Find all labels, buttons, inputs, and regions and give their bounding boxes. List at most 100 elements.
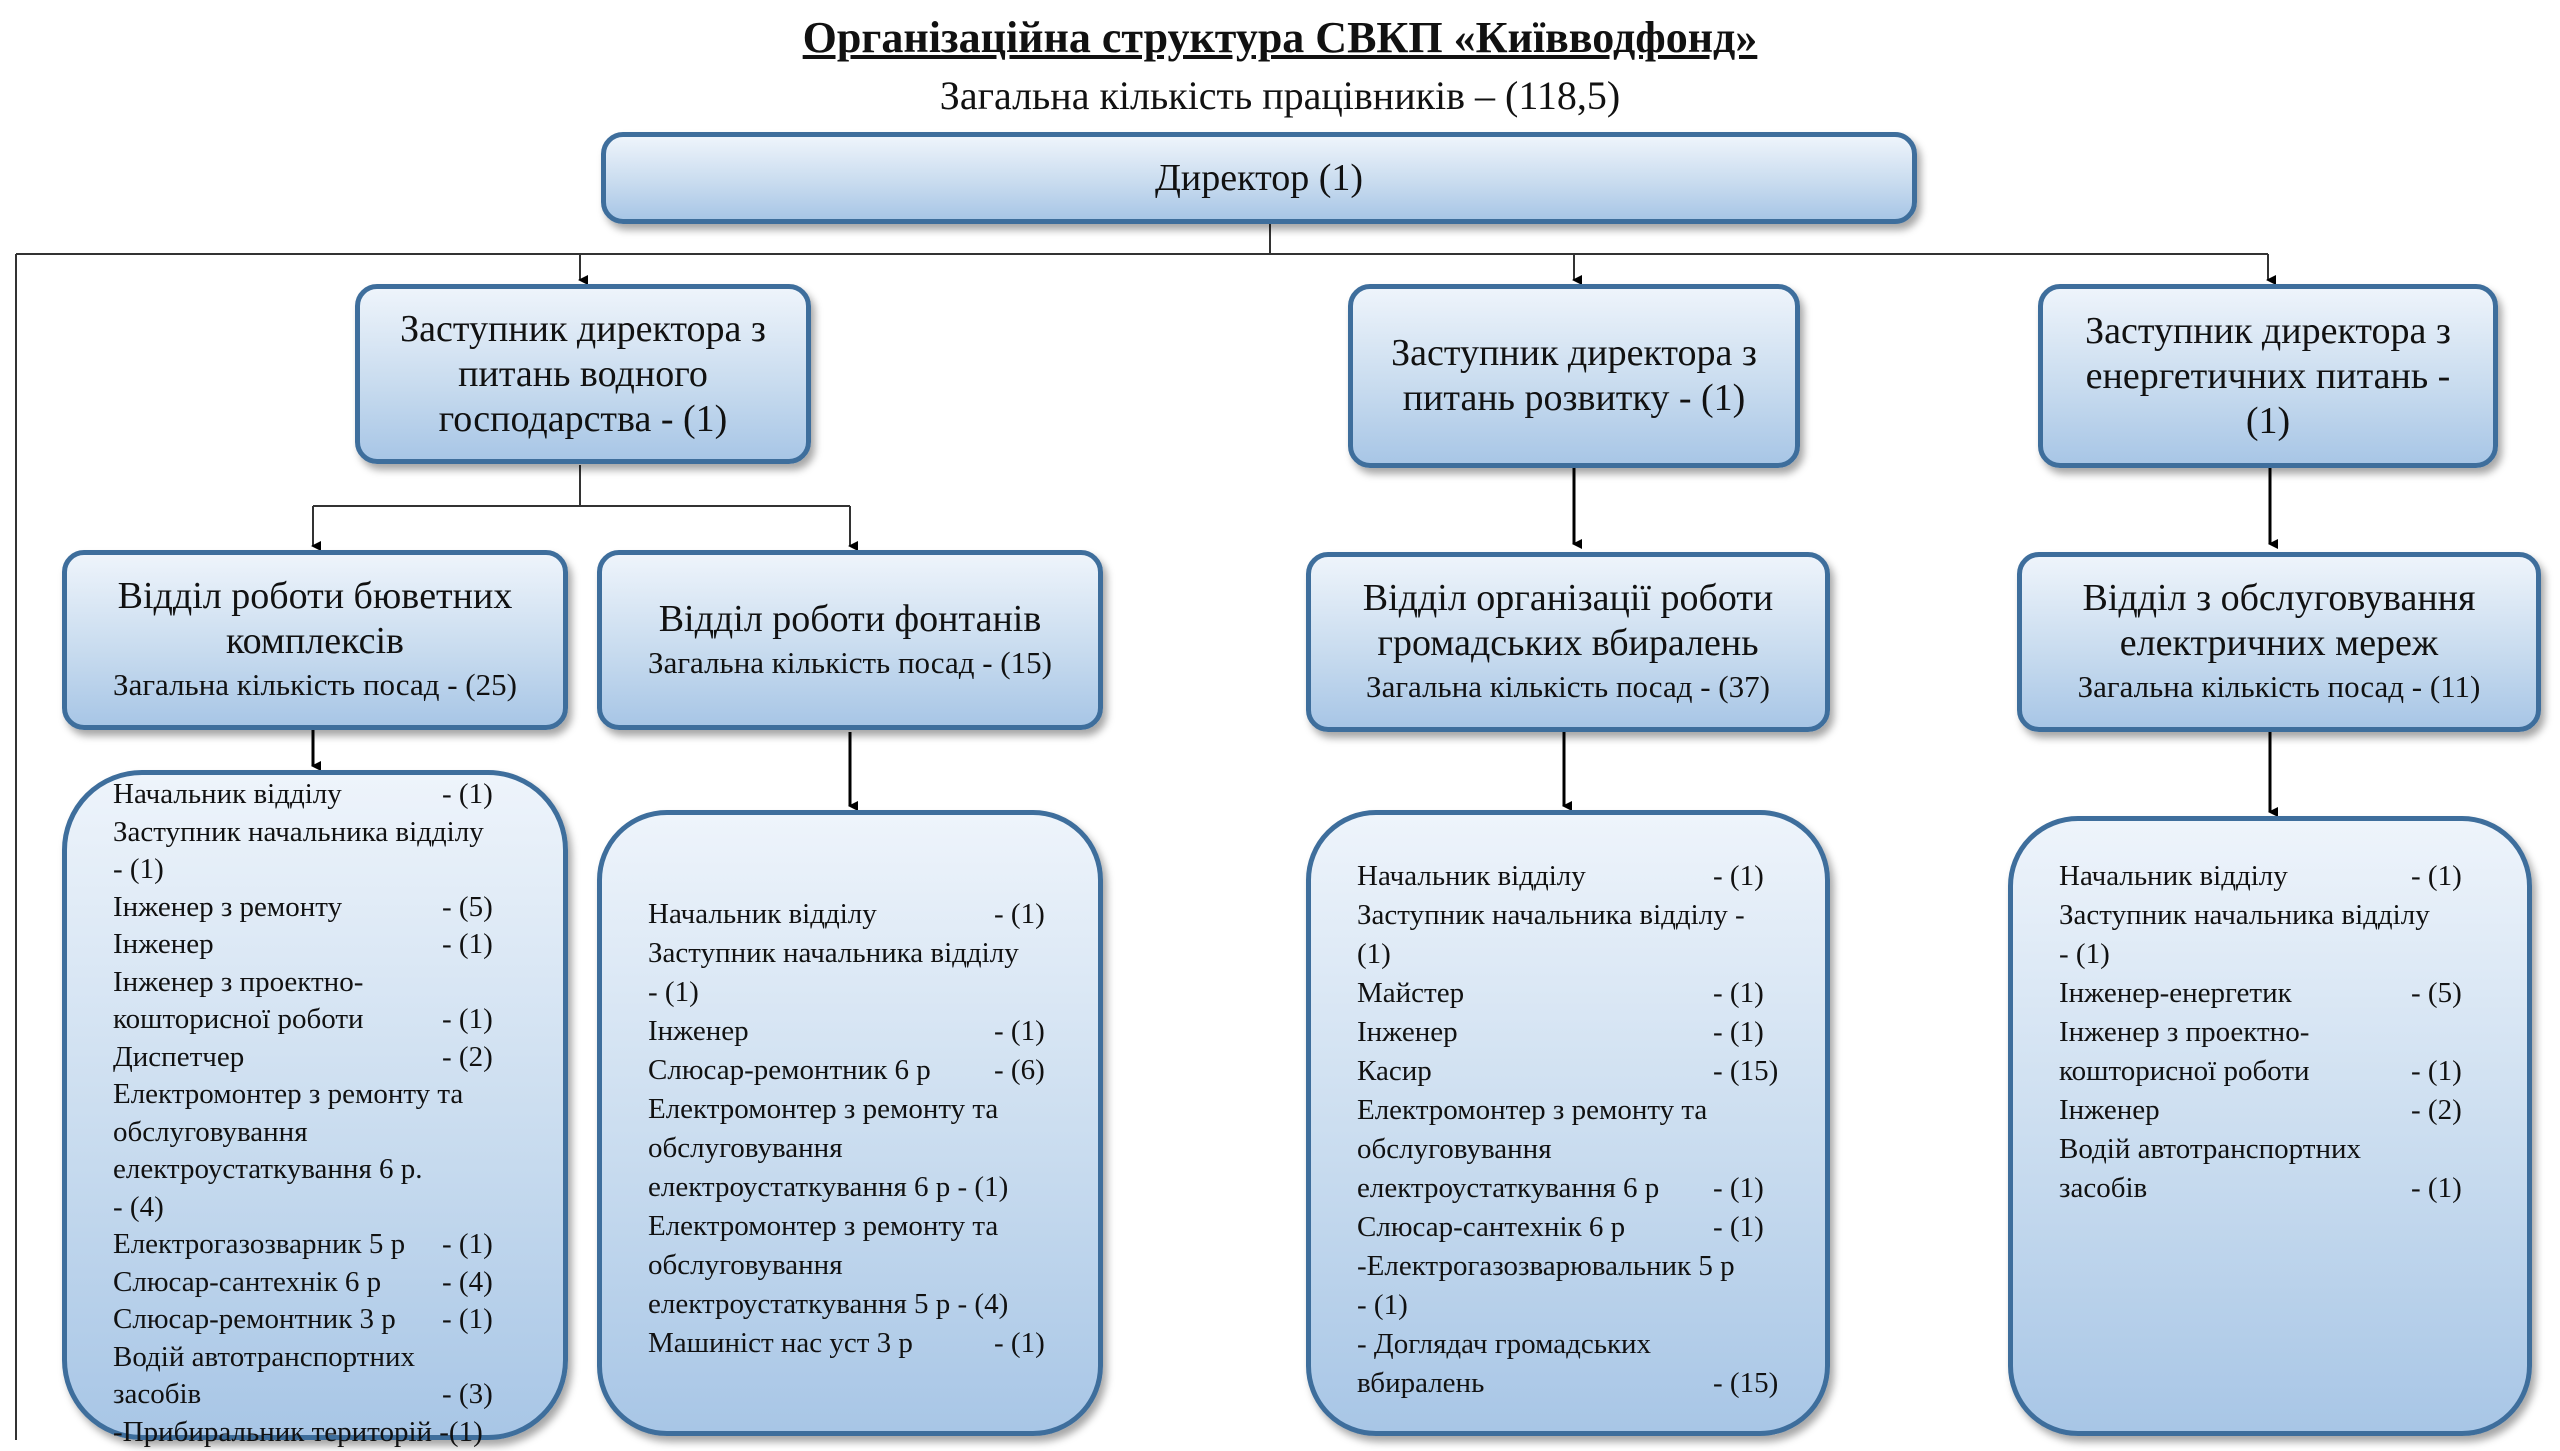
staff-position-count: - (1)	[442, 1303, 493, 1335]
dept-name: Відділ з обслуговування	[2082, 577, 2476, 619]
dept-count: Загальна кількість посад - (37)	[1366, 669, 1770, 704]
staff-position-count: - (1)	[994, 898, 1045, 930]
deputy-line: (1)	[2245, 399, 2291, 442]
staff-position: - Доглядач громадських	[1357, 1328, 1652, 1360]
staff-position: Електромонтер з ремонту та	[113, 1078, 464, 1110]
staff-position-count: - (5)	[2411, 977, 2462, 1009]
staff-position: Начальник відділу	[2059, 860, 2288, 892]
staff-position: Інженер з проектно-	[113, 965, 364, 998]
staff-position: - (1)	[113, 853, 164, 885]
staff-position: Заступник начальника відділу	[113, 815, 484, 848]
deputy-energy-box: Заступник директора з енергетичних питан…	[2038, 284, 2498, 468]
staff-position: Інженер	[2059, 1094, 2160, 1126]
staff-list-pump-rooms: Начальник відділу - (1) Заступник начальни…	[62, 770, 568, 1448]
staff-position-count: - (15)	[1713, 1367, 1779, 1399]
dept-count: Загальна кількість посад - (15)	[648, 644, 1052, 680]
dept-electric-box: Відділ з обслуговування електричних мере…	[2017, 552, 2541, 732]
staff-position: Заступник начальника відділу -	[1357, 899, 1745, 931]
staff-position: електроустаткування 6 р.	[113, 1153, 423, 1185]
staff-list-toilets: Начальник відділу - (1) Заступник начальни…	[1306, 810, 1830, 1436]
staff-position: Електромонтер з ремонту та	[648, 1210, 999, 1242]
staff-position-count: - (1)	[442, 1228, 493, 1260]
staff-position: обслуговування	[648, 1249, 843, 1281]
staff-position: вбиралень	[1357, 1367, 1485, 1399]
dept-toilets-box: Відділ організації роботи громадських вб…	[1306, 552, 1830, 732]
staff-position: - (1)	[2059, 938, 2110, 970]
staff-position-count: - (6)	[994, 1054, 1045, 1086]
total-employees: Загальна кількість працівників – (118,5)	[939, 73, 1621, 118]
dept-name: Відділ роботи бювeтних	[117, 575, 513, 617]
staff-position: Заступник начальника відділу	[648, 937, 1019, 969]
staff-position: обслуговування	[1357, 1133, 1552, 1165]
staff-position: кошторисної роботи	[2059, 1055, 2310, 1087]
staff-position-count: - (5)	[442, 890, 493, 923]
deputy-line: Заступник директора з	[2085, 309, 2451, 352]
staff-position: - (1)	[648, 976, 699, 1008]
staff-position: -Електрогазозварювальник 5 р	[1357, 1250, 1735, 1282]
staff-position-count: - (1)	[1713, 1172, 1764, 1204]
staff-position: Майстер	[1357, 977, 1465, 1009]
staff-position-count: - (1)	[994, 1015, 1045, 1047]
staff-position: (1)	[1357, 938, 1391, 970]
staff-position: Начальник відділу	[113, 778, 342, 810]
staff-position: Інженер-енергетик	[2059, 977, 2292, 1009]
staff-position: Інженер з ремонту	[113, 890, 343, 923]
staff-position: Заступник начальника відділу	[2059, 899, 2430, 931]
deputy-line: питань водного	[458, 352, 708, 395]
staff-position-count: - (1)	[994, 1327, 1045, 1359]
staff-position: Інженер	[113, 928, 214, 960]
staff-position-count: - (1)	[1713, 977, 1764, 1009]
deputy-line: господарства - (1)	[438, 397, 728, 440]
dept-name: Відділ організації роботи	[1362, 577, 1774, 619]
deputy-line: питань розвитку - (1)	[1402, 377, 1746, 419]
staff-position-count: - (4)	[442, 1265, 493, 1298]
staff-position: Касир	[1357, 1055, 1432, 1087]
dept-name: комплексів	[226, 620, 404, 662]
dept-pump-rooms-box: Відділ роботи бювeтних комплексів Загаль…	[62, 550, 568, 730]
staff-position: електроустаткування 6 р - (1)	[648, 1171, 1009, 1203]
staff-position-count: - (1)	[2411, 1055, 2462, 1087]
staff-position-count: - (1)	[1713, 1016, 1764, 1048]
dept-name: Відділ роботи фонтанів	[658, 597, 1042, 640]
dept-name: електричних мереж	[2119, 622, 2439, 664]
dept-fountains-box: Відділ роботи фонтанів Загальна кількіст…	[597, 550, 1103, 730]
staff-position: Інженер	[648, 1015, 749, 1047]
deputy-water-box: Заступник директора з питань водного гос…	[355, 284, 811, 464]
staff-position: Водій автотранспортних	[113, 1340, 415, 1373]
staff-position: електроустаткування 6 р	[1357, 1172, 1660, 1204]
dept-count: Загальна кількість посад - (25)	[113, 667, 517, 702]
staff-position: Електромонтер з ремонту та	[648, 1093, 999, 1125]
chart-title: Організаційна структура СВКП «Київводфон…	[802, 13, 1758, 62]
staff-list-fountains: Начальник відділу- (1)Заступник начальни…	[597, 810, 1103, 1436]
director-box: Директор (1)	[601, 132, 1917, 224]
staff-position: Інженер з проектно-	[2059, 1016, 2310, 1048]
staff-position-count: - (1)	[2411, 1172, 2462, 1204]
staff-position: Слюсар-сантехнік 6 р	[1357, 1211, 1626, 1243]
staff-position-count: - (1)	[1713, 860, 1764, 892]
staff-position: - (4)	[113, 1190, 164, 1223]
deputy-line: Заступник директора з	[1391, 332, 1757, 374]
staff-position-count: - (3)	[442, 1378, 493, 1410]
staff-position: кошторисної роботи	[113, 1003, 364, 1035]
staff-position: Слюсар-сантехнік 6 р	[113, 1265, 382, 1298]
staff-position-count: - (2)	[442, 1040, 493, 1073]
staff-position-count: - (1)	[2411, 860, 2462, 892]
deputy-development-box: Заступник директора з питань розвитку - …	[1348, 284, 1800, 468]
staff-list-electric: Начальник відділу - (1) Заступник начальни…	[2008, 816, 2532, 1436]
staff-position: електроустаткування 5 р - (4)	[648, 1288, 1009, 1320]
staff-position: Слюсар-ремонтник 3 р	[113, 1303, 396, 1335]
dept-count: Загальна кількість посад - (11)	[2077, 669, 2481, 704]
staff-position: обслуговування	[648, 1132, 843, 1164]
staff-position: засобів	[2059, 1172, 2148, 1204]
staff-position: Водій автотранспортних	[2059, 1133, 2361, 1165]
staff-position: - (1)	[1357, 1289, 1408, 1321]
director-label: Директор (1)	[1155, 156, 1363, 199]
dept-name: громадських вбиралень	[1377, 622, 1759, 664]
staff-position: Слюсар-ремонтник 6 р	[648, 1054, 931, 1086]
staff-position-count: - (1)	[1713, 1211, 1764, 1243]
staff-position: Начальник відділу	[1357, 860, 1586, 892]
staff-position: Машиніст нас уст 3 р	[648, 1327, 913, 1359]
staff-position-count: - (1)	[442, 928, 493, 960]
staff-position: обслуговування	[113, 1115, 308, 1148]
